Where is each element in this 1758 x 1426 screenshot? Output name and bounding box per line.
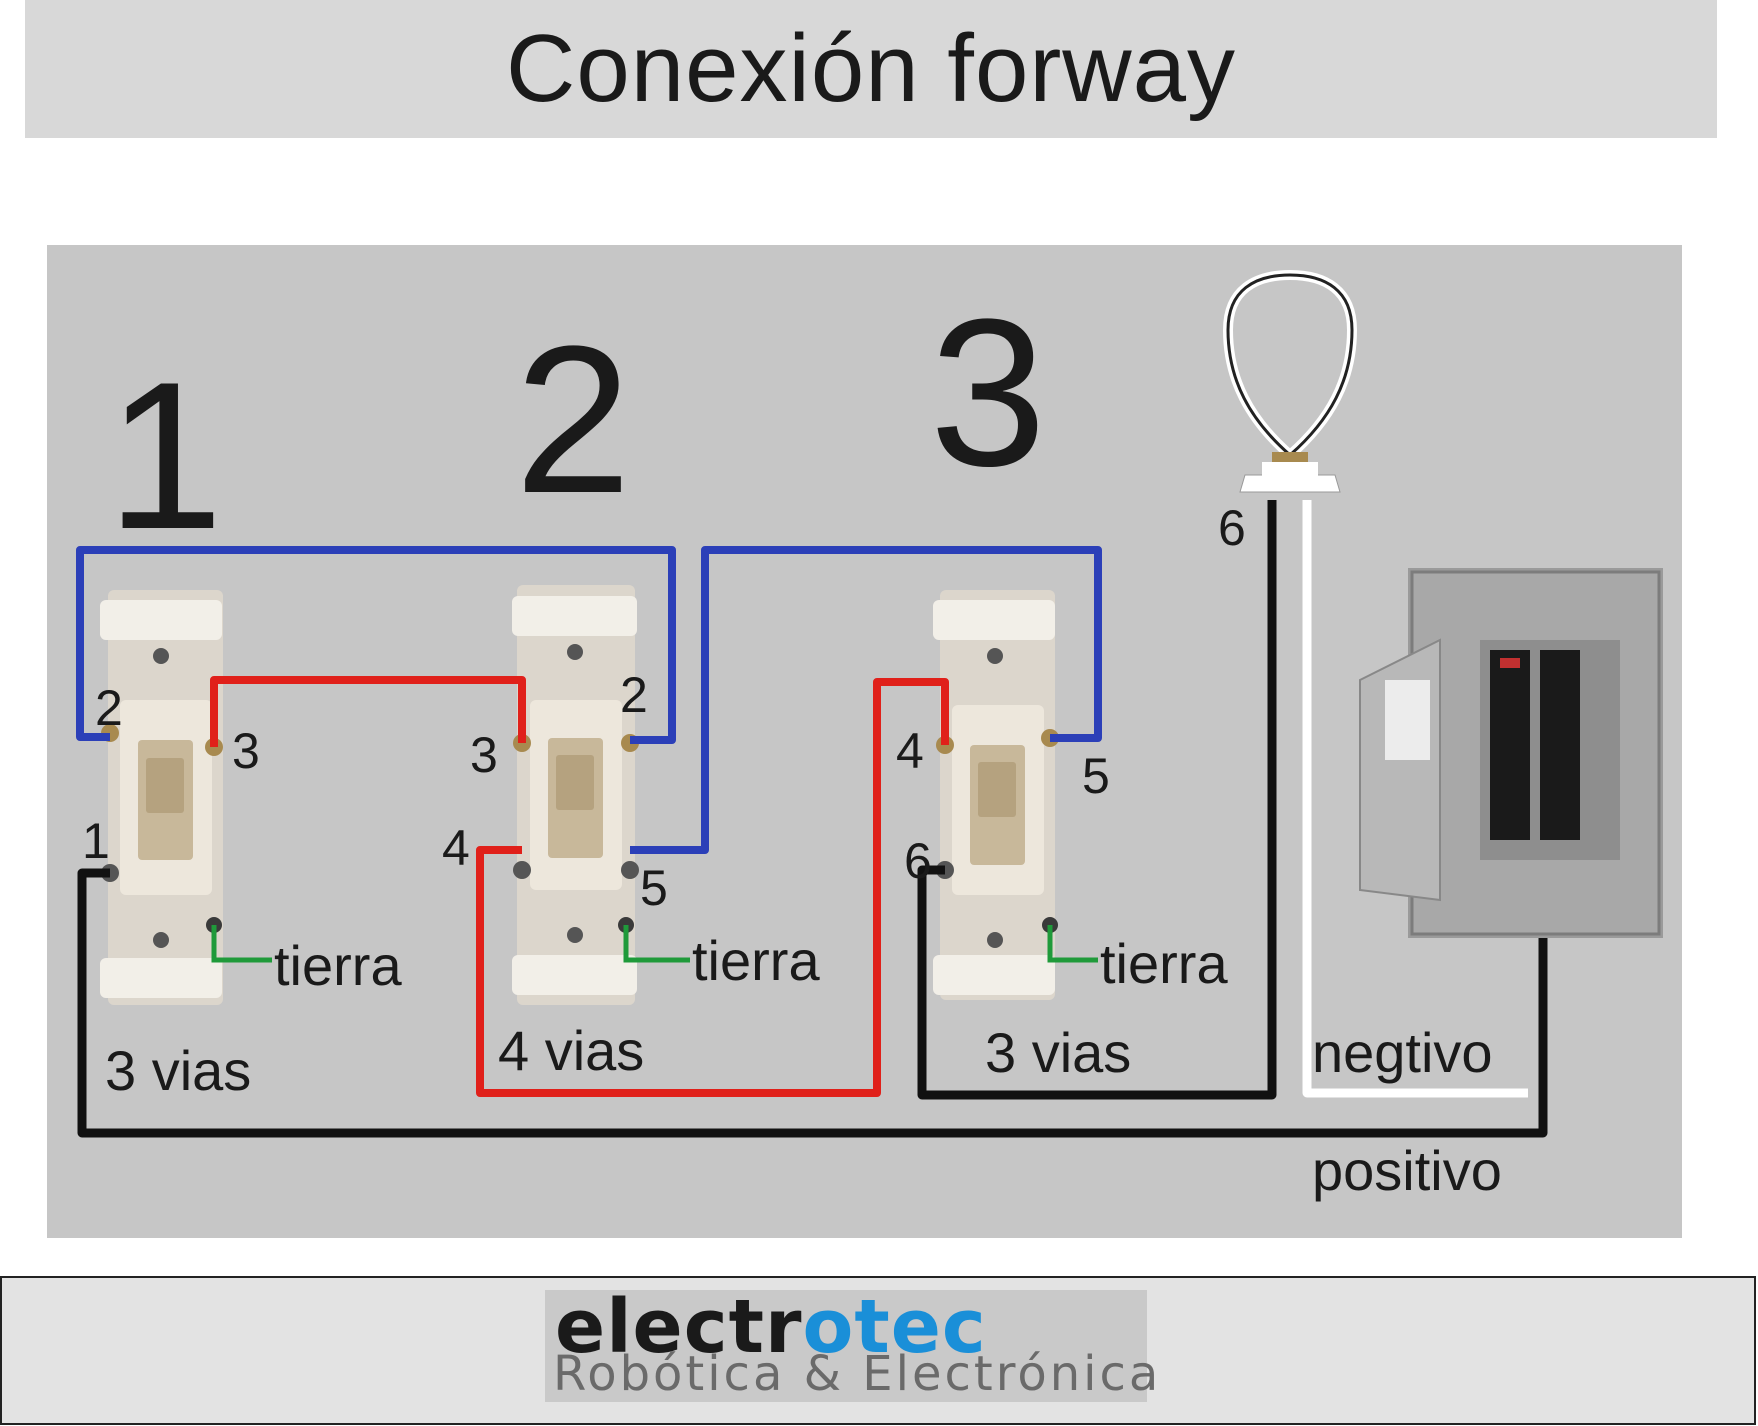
wire-green-ground-2 <box>623 925 690 963</box>
terminal-label: 6 <box>1218 500 1246 556</box>
wire-blue-1-2 <box>76 546 676 744</box>
terminal-label: 5 <box>1082 748 1110 804</box>
terminal-label: 3 <box>232 723 260 779</box>
terminal-label: 3 <box>470 727 498 783</box>
brand-logo: electrotec Robótica & Electrónica <box>545 1284 1158 1402</box>
switch-number-1: 1 <box>107 338 224 573</box>
terminal-label: 4 <box>896 723 924 779</box>
ground-label: tierra <box>1100 932 1228 995</box>
wire-black-positive <box>77 868 1548 1138</box>
wire-black-lamp <box>917 500 1277 1100</box>
positive-label: positivo <box>1312 1139 1502 1202</box>
terminal-label: 4 <box>442 820 470 876</box>
breaker-panel-icon <box>1359 568 1663 938</box>
switch-3-body <box>933 590 1059 1000</box>
terminal-label: 1 <box>82 813 110 869</box>
switch-type-label: 3 vias <box>105 1039 251 1102</box>
terminal-label: 6 <box>904 833 932 889</box>
wire-red-1-2 <box>210 676 526 747</box>
switch-1-body <box>100 590 223 1005</box>
terminal-label: 2 <box>620 667 648 723</box>
brand-name: electrotec <box>555 1284 987 1370</box>
wire-blue-2-3 <box>630 546 1102 854</box>
ground-label: tierra <box>692 929 820 992</box>
title-bar: Conexión forway <box>25 0 1717 138</box>
wire-white-negative <box>1302 500 1528 1098</box>
wire-green-ground-1 <box>211 925 272 963</box>
terminal-label: 5 <box>640 860 668 916</box>
brand-tagline: Robótica & Electrónica <box>553 1346 1162 1402</box>
light-bulb-icon <box>1222 269 1358 493</box>
switch-number-3: 3 <box>930 275 1047 510</box>
ground-label: tierra <box>274 934 402 997</box>
negative-label: negtivo <box>1312 1021 1493 1084</box>
terminal-label: 2 <box>95 680 123 736</box>
switch-number-2: 2 <box>515 302 632 537</box>
wire-green-ground-3 <box>1047 925 1098 963</box>
switch-type-label: 3 vias <box>985 1021 1131 1084</box>
wire-red-2-3 <box>476 678 949 1097</box>
switch-2-body <box>512 585 639 1005</box>
page-title: Conexión forway <box>505 15 1237 122</box>
switch-type-label: 4 vias <box>498 1019 644 1082</box>
